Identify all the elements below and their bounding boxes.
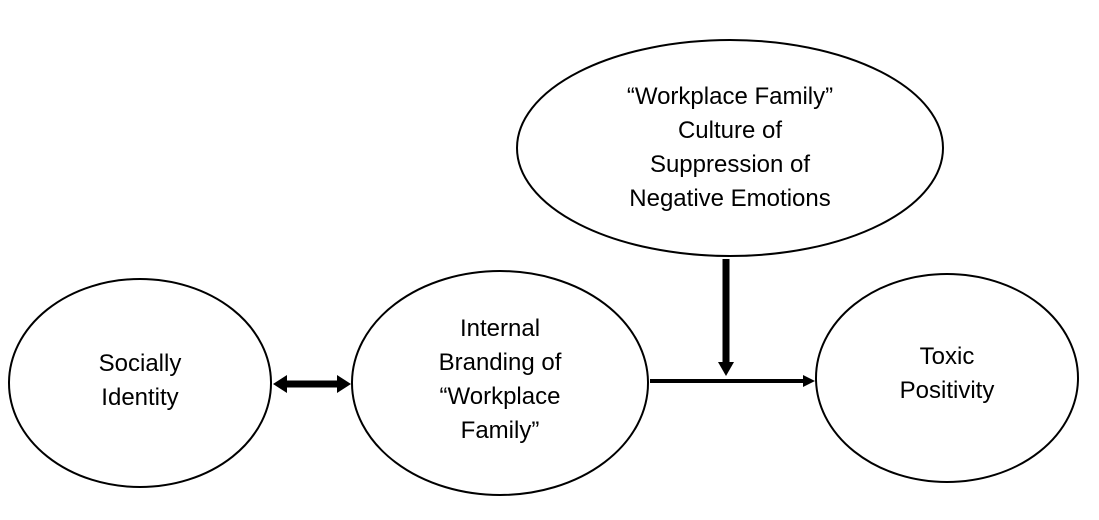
label-line: Family” [460,417,540,444]
label-line: Negative Emotions [629,185,831,212]
node-toxic-positivity-label: Toxic Positivity [847,340,1047,408]
label-line: Socially [98,350,182,377]
label-line: Suppression of [649,151,811,178]
label-line: “Workplace Family” [626,83,834,110]
node-culture-suppression [516,39,944,257]
label-line: Toxic [919,343,975,370]
node-toxic-positivity [815,273,1079,483]
bidirectional-arrow-right-head [337,375,351,393]
label-line: Identity [101,384,179,411]
node-internal-branding-label: Internal Branding of “Workplace Family” [400,312,600,448]
node-social-identity [8,278,272,488]
node-social-identity-label: Socially Identity [40,347,240,415]
label-line: Internal [459,315,541,342]
label-line: Branding of [438,349,562,376]
label-line: Culture of [677,117,783,144]
label-line: Positivity [899,377,995,404]
node-culture-suppression-label: “Workplace Family” Culture of Suppressio… [580,80,880,216]
node-internal-branding [351,270,649,496]
moderator-arrow-head [718,362,734,376]
bidirectional-arrow-left-head [273,375,287,393]
main-arrow-head [803,375,815,387]
label-line: “Workplace [439,383,561,410]
